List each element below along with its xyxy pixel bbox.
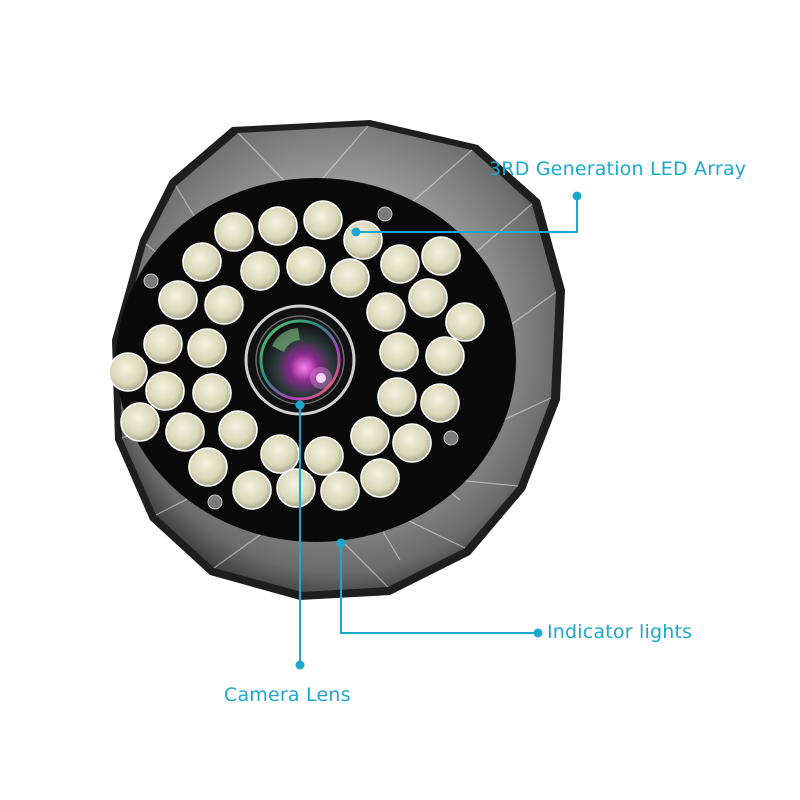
callout-camera-lens: Camera Lens <box>224 684 351 706</box>
callout-indicator-lights: Indicator lights <box>547 621 693 643</box>
callout-led-array: 3RD Generation LED Array <box>489 158 747 180</box>
camera-lens <box>244 304 356 416</box>
callout-lines <box>299 196 578 665</box>
led-array <box>108 200 485 511</box>
callout-dots <box>295 191 582 670</box>
screw-icons <box>143 206 459 510</box>
